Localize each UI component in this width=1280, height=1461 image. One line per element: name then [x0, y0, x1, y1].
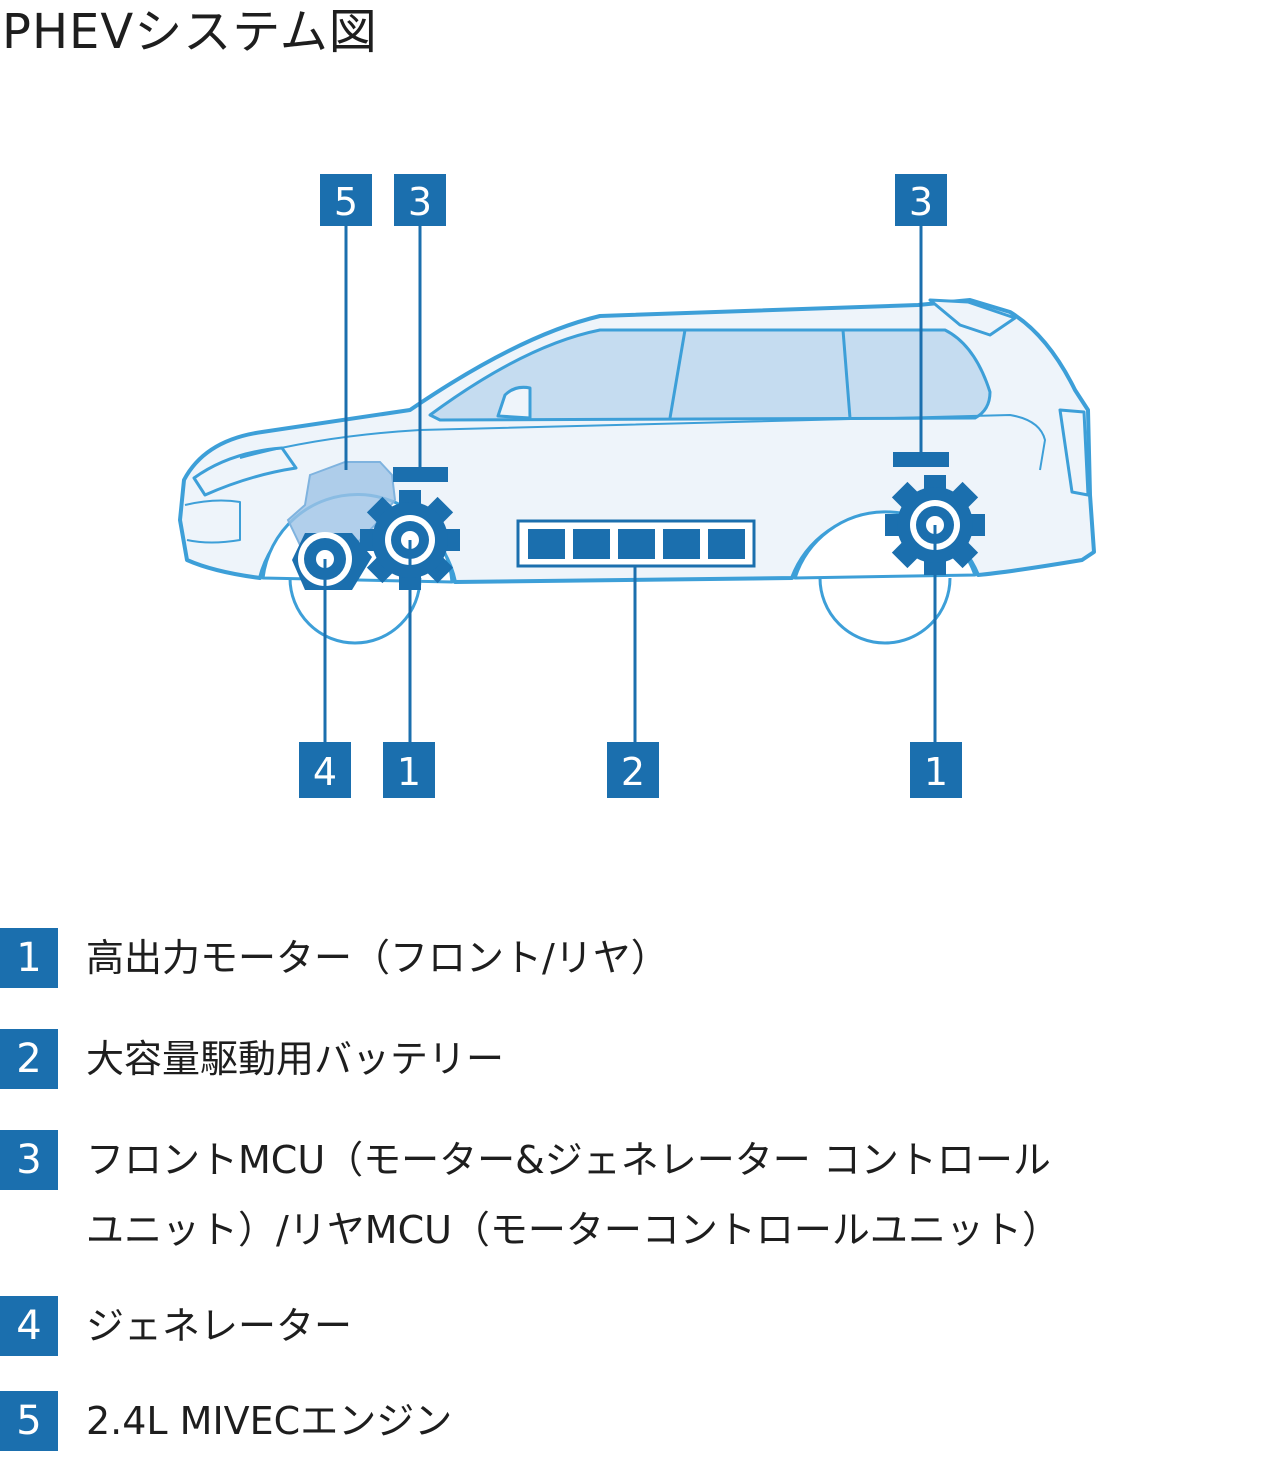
badge-label: 5 [334, 180, 358, 224]
legend-label: ジェネレーター [86, 1304, 353, 1348]
legend-label-line: フロントMCU（モーター&ジェネレーター コントロール [86, 1138, 1051, 1182]
legend-label: 高出力モーター（フロント/リヤ） [86, 936, 669, 980]
legend-label: 大容量駆動用バッテリー [86, 1037, 505, 1081]
leader-lines [323, 226, 937, 742]
battery-pack-icon [516, 519, 756, 568]
badge-label: 1 [397, 750, 421, 794]
legend-number-badge: 3 [0, 1130, 58, 1190]
legend-item: 5 2.4L MIVECエンジン [0, 1391, 1280, 1461]
legend-number-badge: 5 [0, 1391, 58, 1451]
battery-cell [708, 529, 745, 559]
side-mirror [496, 385, 532, 420]
badge-generator: 4 [299, 742, 351, 798]
badge-label: 3 [408, 180, 432, 224]
badge-front-mcu: 3 [394, 174, 446, 226]
legend-item: 4 ジェネレーター [0, 1296, 1280, 1366]
page-title: PHEVシステム図 [2, 4, 378, 60]
window-pillar-c [841, 329, 852, 419]
window-pillar-b [668, 329, 687, 419]
legend-label-line: ユニット）/リヤMCU（モーターコントロールユニット） [86, 1208, 1060, 1252]
battery-cell [573, 529, 610, 559]
legend-number-badge: 1 [0, 928, 58, 988]
legend-number-badge: 4 [0, 1296, 58, 1356]
legend-label: フロントMCU（モーター&ジェネレーター コントロール ユニット）/リヤMCU（… [86, 1130, 1280, 1260]
battery-cell [618, 529, 655, 559]
front-mcu-bar [393, 467, 448, 482]
badge-front-motor: 1 [383, 742, 435, 798]
front-bumper [184, 499, 241, 544]
badge-rear-motor: 1 [910, 742, 962, 798]
phev-system-diagram: 5 3 3 4 1 2 1 [178, 174, 1096, 798]
badge-label: 4 [313, 750, 337, 794]
badge-battery: 2 [607, 742, 659, 798]
front-wheel [288, 578, 422, 645]
legend-item: 1 高出力モーター（フロント/リヤ） [0, 928, 1280, 998]
rear-spoiler [928, 298, 1017, 337]
headlight [192, 446, 298, 497]
badge-label: 3 [909, 180, 933, 224]
rear-light [1058, 408, 1090, 497]
legend-label: 2.4L MIVECエンジン [86, 1399, 453, 1443]
badge-engine: 5 [320, 174, 372, 226]
badge-rear-mcu: 3 [895, 174, 947, 226]
legend-item: 3 フロントMCU（モーター&ジェネレーター コントロール ユニット）/リヤMC… [0, 1130, 1280, 1252]
battery-cell [663, 529, 700, 559]
legend-item: 2 大容量駆動用バッテリー [0, 1029, 1280, 1099]
rear-wheel [818, 578, 952, 645]
rear-mcu-bar [893, 452, 949, 467]
battery-cell [528, 529, 565, 559]
engine-block [286, 461, 397, 546]
window-glass [428, 328, 992, 422]
wheels [288, 578, 952, 645]
legend-number-badge: 2 [0, 1029, 58, 1089]
badge-label: 2 [621, 750, 645, 794]
badge-label: 1 [924, 750, 948, 794]
